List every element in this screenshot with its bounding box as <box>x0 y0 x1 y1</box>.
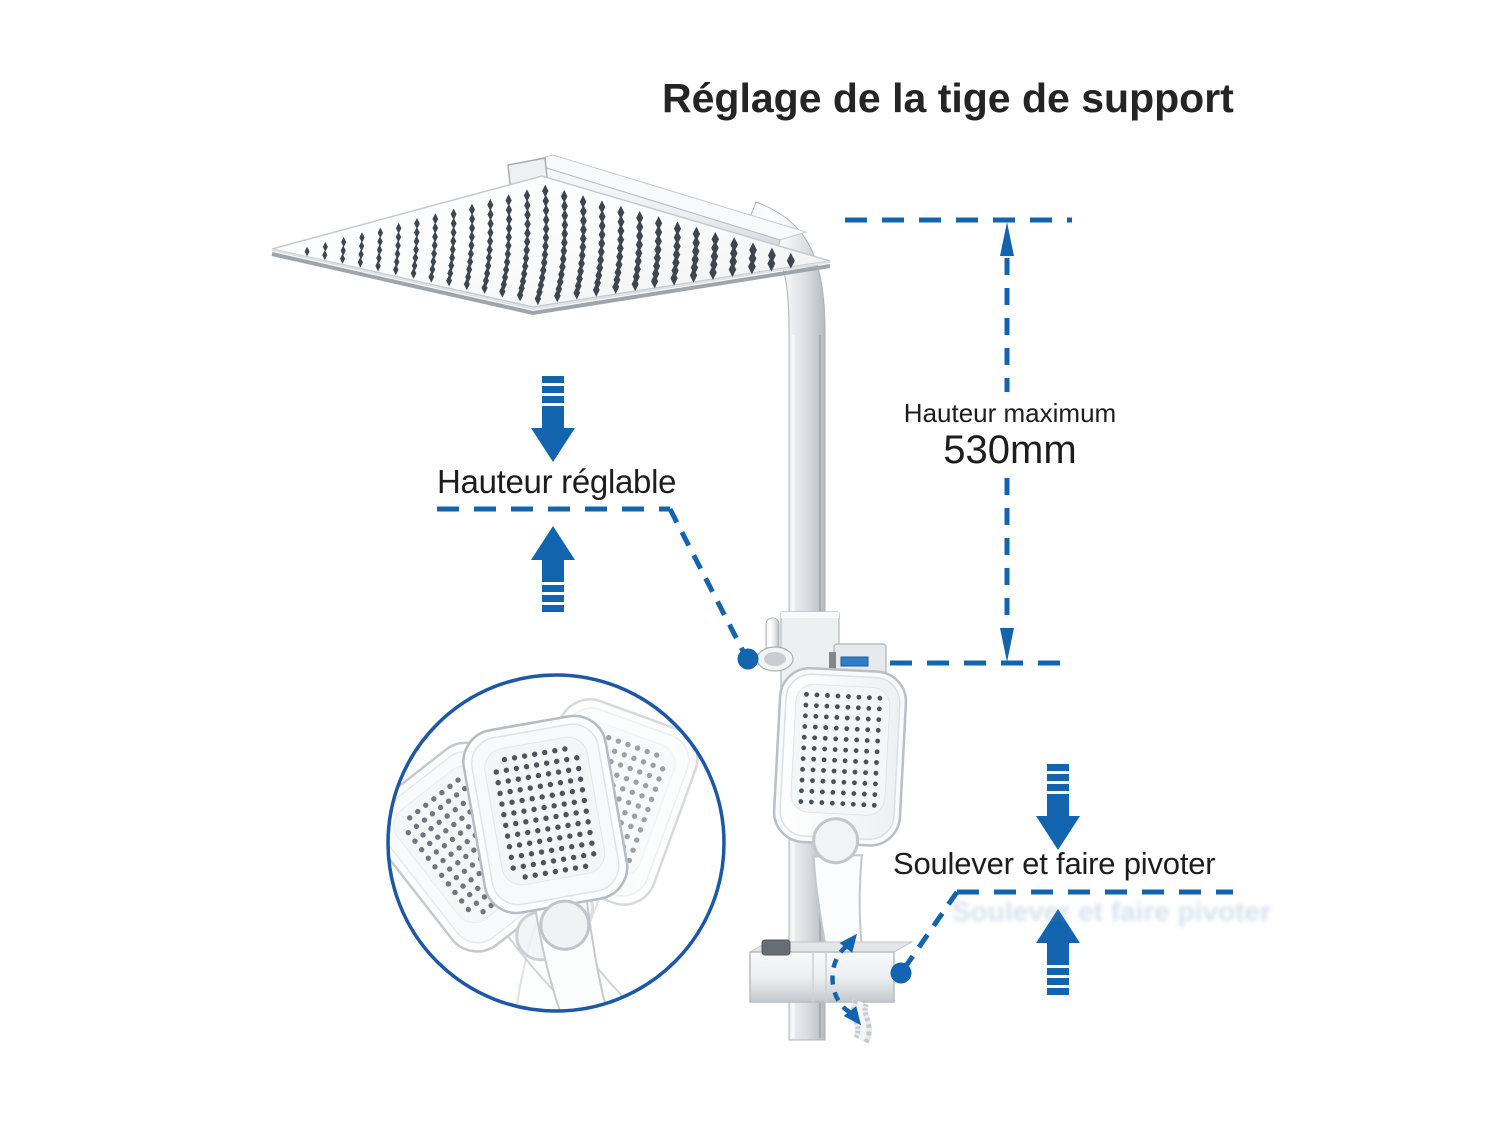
holder-clip <box>840 656 869 667</box>
measure-arrow-up-icon <box>1000 222 1014 256</box>
down-arrow-icon <box>1036 764 1080 850</box>
max-height-label: Hauteur maximum <box>903 398 1117 428</box>
down-arrow-icon <box>531 376 575 462</box>
inset-circle-border <box>386 673 726 1013</box>
lift-rotate-ghost-text: Soulever et faire pivoter <box>952 896 1272 927</box>
lift-rotate-label: Soulever et faire pivoter <box>893 846 1216 881</box>
callout-dot-adjustable <box>737 648 759 670</box>
slider-bracket <box>748 939 914 1003</box>
handheld-mode-button <box>812 817 860 865</box>
max-height-value: 530mm <box>943 428 1077 472</box>
measure-arrow-down-icon <box>1000 628 1014 662</box>
shower-system-illustration <box>271 154 914 1044</box>
callout-dot-rotate <box>890 962 912 984</box>
adjustable-height-label: Hauteur réglable <box>437 463 677 500</box>
callout-diagonal-adjustable <box>667 507 747 655</box>
page-title: Réglage de la tige de support <box>662 75 1234 121</box>
rotation-inset <box>386 673 726 1013</box>
callout-diagonal-rotate <box>903 890 960 968</box>
rotation-arc-icon <box>830 933 862 1026</box>
up-arrow-icon <box>531 526 575 612</box>
handheld-nozzle-dots <box>798 691 883 808</box>
nozzle-grid <box>304 184 795 306</box>
rain-shower-head <box>271 175 831 316</box>
bracket-button <box>761 939 791 956</box>
annotations <box>437 217 1233 995</box>
shower-hose <box>851 998 872 1044</box>
